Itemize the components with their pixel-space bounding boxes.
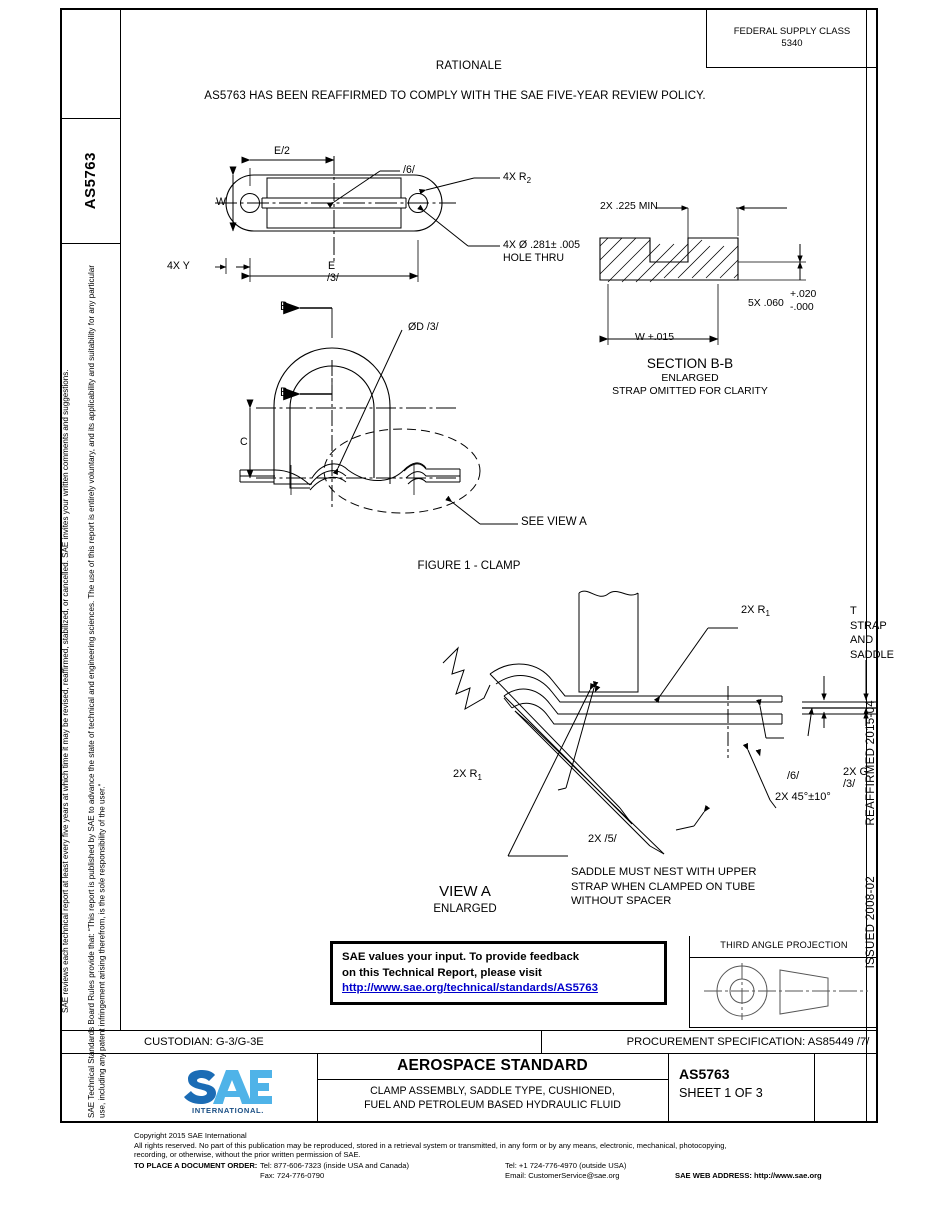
- saddle-nest-line1: SADDLE MUST NEST WITH UPPER: [571, 866, 757, 878]
- note-2x-5: 2X /5/: [588, 833, 617, 845]
- document-id-tab: AS5763: [61, 118, 120, 244]
- note-hole-diameter: 4X Ø .281± .005: [503, 239, 581, 251]
- title-block: AEROSPACE STANDARD CLAMP ASSEMBLY, SADDL…: [61, 1054, 877, 1122]
- note-2x-r1-left: 2X R1: [453, 768, 482, 782]
- section-bb-title: SECTION B-B: [646, 356, 734, 371]
- view-a-subtitle: ENLARGED: [433, 903, 497, 915]
- note-hole-thru-text: HOLE THRU: [503, 252, 565, 264]
- tolerance-lower: -.000: [790, 301, 814, 313]
- order-label: TO PLACE A DOCUMENT ORDER:: [134, 1161, 258, 1171]
- note-angle-45: 2X 45°±10°: [775, 791, 831, 803]
- sae-logo-subtext: INTERNATIONAL.: [192, 1106, 264, 1115]
- dim-label-e-note: /3/: [327, 272, 339, 284]
- note-4x-r2-prefix: 4X R: [503, 171, 527, 183]
- note-hole-thru: 4X Ø .281± .005 HOLE THRU: [503, 239, 580, 265]
- dim-label-225-min: 2X .225 MIN: [600, 201, 658, 212]
- section-cut-label-b-bottom: B: [280, 387, 288, 399]
- saddle-nest-line2: STRAP WHEN CLAMPED ON TUBE: [571, 880, 756, 893]
- dim-label-e-half: E/2: [274, 145, 290, 157]
- note-2x-r1-left-subscript: 1: [477, 773, 482, 783]
- third-angle-projection-symbol: [704, 963, 868, 1020]
- third-angle-projection-title: THIRD ANGLE PROJECTION: [720, 940, 848, 950]
- sheet-border-left-column: [120, 8, 121, 1030]
- feedback-line-2: on this Technical Report, please visit: [342, 966, 542, 979]
- tolerance-upper: +.020: [790, 289, 817, 300]
- sheet-border-right-column: [866, 8, 867, 1123]
- custodian-text: CUSTODIAN: G-3/G-3E: [144, 1036, 264, 1048]
- order-fax: Fax: 724-776-0790: [260, 1170, 325, 1180]
- third-angle-divider: [690, 957, 878, 958]
- description-line-2: FUEL AND PETROLEUM BASED HYDRAULIC FLUID: [364, 1099, 621, 1111]
- sae-logo: INTERNATIONAL.: [184, 1070, 272, 1115]
- strap-saddle-line4: SADDLE: [850, 648, 895, 661]
- dim-label-w-015: W +.015: [635, 332, 674, 343]
- note-2x-g: 2X G /3/: [843, 766, 869, 790]
- sheet-number: SHEET 1 OF 3: [679, 1086, 763, 1100]
- note-2x-r1-top-prefix: 2X R: [741, 604, 766, 616]
- engineering-drawing-canvas: [215, 156, 878, 857]
- rationale-text: AS5763 HAS BEEN REAFFIRMED TO COMPLY WIT…: [204, 90, 706, 102]
- dim-label-w: W: [216, 196, 226, 208]
- note-2x-r1-left-prefix: 2X R: [453, 768, 478, 780]
- section-bb-sub-enlarged: ENLARGED: [661, 373, 719, 384]
- order-tel-inside: Tel: 877-606-7323 (inside USA and Canada…: [260, 1161, 410, 1171]
- section-cut-label-b-top: B: [280, 301, 288, 313]
- dim-label-e: E: [328, 260, 336, 272]
- title-block-divider-1: [317, 1054, 318, 1122]
- third-angle-projection-box: THIRD ANGLE PROJECTION: [689, 936, 878, 1028]
- note-2x-r1-top: 2X R1: [741, 604, 770, 618]
- title-block-divider-2: [668, 1054, 669, 1122]
- feedback-line-1: SAE values your input. To provide feedba…: [342, 951, 580, 963]
- custodian-procurement-divider: [541, 1031, 542, 1054]
- figure-1-caption: FIGURE 1 - CLAMP: [417, 560, 521, 572]
- federal-supply-class-box: FEDERAL SUPPLY CLASS 5340: [706, 9, 877, 68]
- saddle-nest-note: SADDLE MUST NEST WITH UPPER STRAP WHEN C…: [571, 865, 756, 909]
- title-block-divider-3: [814, 1054, 815, 1122]
- document-description: CLAMP ASSEMBLY, SADDLE TYPE, CUSHIONED, …: [317, 1084, 668, 1112]
- description-line-1: CLAMP ASSEMBLY, SADDLE TYPE, CUSHIONED,: [370, 1085, 615, 1097]
- see-view-a-note: SEE VIEW A: [521, 516, 587, 528]
- tolerance-block: +.020 -.000: [790, 289, 816, 314]
- saddle-nest-line3: WITHOUT SPACER: [571, 895, 672, 907]
- note-4x-r2-subscript: 2: [526, 176, 532, 186]
- sheet-border: [60, 8, 878, 1123]
- strap-saddle-t: T: [850, 605, 857, 617]
- custodian-procurement-row: CUSTODIAN: G-3/G-3E PROCUREMENT SPECIFIC…: [61, 1030, 877, 1054]
- dim-label-5x-060: 5X .060: [748, 298, 784, 309]
- copyright-line-2: All rights reserved. No part of this pub…: [134, 1140, 727, 1150]
- section-bb-sub-clarity: STRAP OMITTED FOR CLARITY: [612, 386, 768, 397]
- dim-label-diameter-d: ØD /3/: [408, 321, 439, 333]
- strap-saddle-line3: AND: [850, 634, 874, 646]
- sae-web-address: SAE WEB ADDRESS: http://www.sae.org: [675, 1170, 822, 1180]
- order-tel-outside: Tel: +1 724-776-4970 (outside USA): [505, 1161, 627, 1171]
- title-block-rule: [317, 1079, 668, 1080]
- copyright-line-1: Copyright 2015 SAE International: [134, 1131, 247, 1140]
- order-email: Email: CustomerService@sae.org: [505, 1170, 620, 1180]
- dim-label-c: C: [240, 436, 248, 448]
- note-label-4xy: 4X Y: [167, 260, 190, 272]
- view-a-title: VIEW A: [439, 883, 491, 900]
- note-2x-r1-top-subscript: 1: [765, 609, 770, 619]
- copyright-line-3: recording, or otherwise, without the pri…: [134, 1150, 361, 1160]
- strap-and-saddle-note: T STRAP AND SADDLE: [850, 604, 920, 662]
- strap-saddle-line2: STRAP: [850, 619, 887, 632]
- federal-supply-class-label: FEDERAL SUPPLY CLASS: [733, 26, 851, 37]
- aerospace-standard-heading: AEROSPACE STANDARD: [397, 1057, 588, 1074]
- copyright-footer: Copyright 2015 SAE International All rig…: [134, 1131, 894, 1181]
- rationale-heading: RATIONALE: [435, 60, 503, 72]
- feedback-url-link[interactable]: http://www.sae.org/technical/standards/A…: [342, 982, 598, 994]
- note-label-4x-r2: 4X R2: [503, 171, 531, 185]
- document-number: AS5763: [679, 1066, 730, 1082]
- note-label-6-top: /6/: [403, 164, 415, 176]
- note-label-6-view-a: /6/: [787, 770, 800, 782]
- feedback-box[interactable]: SAE values your input. To provide feedba…: [330, 941, 667, 1005]
- order-spacer: [134, 1171, 242, 1181]
- procurement-specification-text: PROCUREMENT SPECIFICATION: AS85449 /7/: [626, 1036, 870, 1048]
- federal-supply-class-value: 5340: [781, 38, 803, 49]
